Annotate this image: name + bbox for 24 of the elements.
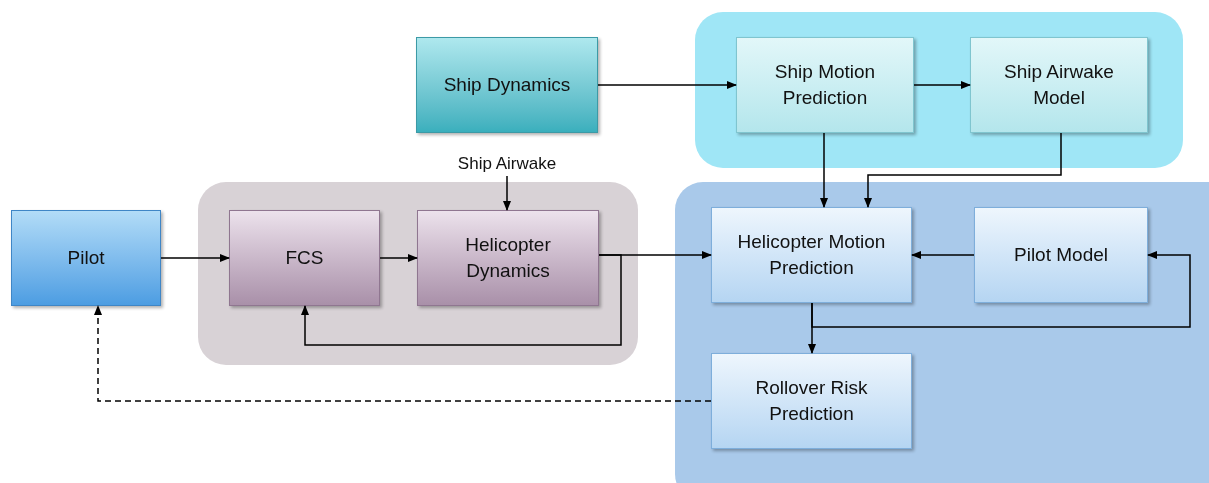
arrow xyxy=(820,132,828,208)
arrow xyxy=(811,251,1191,328)
input-label: Ship Airwake xyxy=(440,152,574,176)
process-box: Pilot xyxy=(11,210,161,306)
process-box: Helicopter Motion Prediction xyxy=(711,207,912,303)
arrow xyxy=(864,132,1062,208)
arrow xyxy=(913,81,971,89)
process-box: Ship Airwake Model xyxy=(970,37,1148,133)
process-box: Helicopter Dynamics xyxy=(417,210,599,306)
process-box: Pilot Model xyxy=(974,207,1148,303)
arrow xyxy=(160,254,230,262)
process-box: Rollover Risk Prediction xyxy=(711,353,912,449)
process-box: Ship Motion Prediction xyxy=(736,37,914,133)
arrow xyxy=(379,254,418,262)
group-panel xyxy=(675,182,1209,483)
group-panel xyxy=(198,182,638,365)
arrow xyxy=(911,251,975,259)
process-box: FCS xyxy=(229,210,380,306)
group-panel xyxy=(695,12,1183,168)
arrow xyxy=(94,305,712,402)
process-box: Ship Dynamics xyxy=(416,37,598,133)
arrow xyxy=(597,81,737,89)
arrow xyxy=(301,254,622,346)
arrow xyxy=(503,175,511,211)
